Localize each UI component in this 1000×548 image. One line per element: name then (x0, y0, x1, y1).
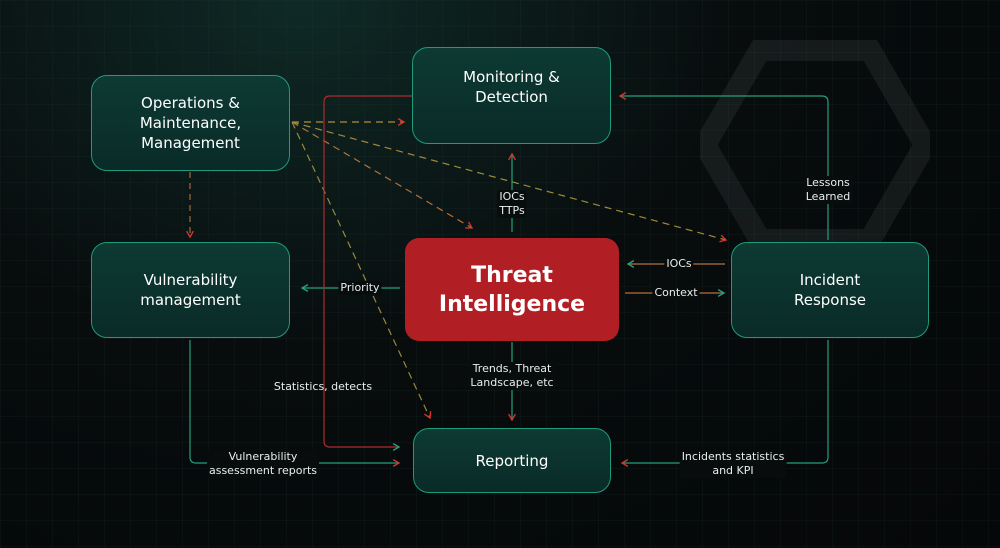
label-context: Context (652, 286, 700, 300)
node-operations-label: Operations & Maintenance, Management (139, 94, 242, 152)
node-monitoring[interactable]: Monitoring & Detection (412, 47, 611, 144)
hexagon-decoration (700, 40, 930, 250)
node-incident-response-label: Incident Response (793, 271, 867, 309)
node-threat-intelligence-label: Threat Intelligence (438, 262, 586, 317)
edge-ops-incident (291, 121, 728, 243)
label-iocs-ttps: IOCs TTPs (497, 190, 527, 218)
node-vulnerability-label: Vulnerability management (140, 271, 241, 309)
label-statistics: Statistics, detects (273, 380, 373, 393)
label-iocs: IOCs (664, 257, 694, 271)
edge-vuln-reporting (189, 340, 401, 467)
edge-ops-ti (291, 121, 474, 229)
label-incident-stats: Incidents statistics and KPI (679, 450, 787, 478)
node-monitoring-label: Monitoring & Detection (463, 67, 560, 106)
node-vulnerability[interactable]: Vulnerability management (91, 242, 290, 338)
node-incident-response[interactable]: Incident Response (731, 242, 929, 338)
edge-incident-monitoring (618, 92, 829, 240)
label-vuln-reports: Vulnerability assessment reports (206, 450, 320, 478)
edge-incident-reporting (620, 340, 829, 467)
label-lessons: Lessons Learned (803, 176, 853, 204)
label-priority: Priority (338, 281, 382, 295)
node-operations[interactable]: Operations & Maintenance, Management (91, 75, 290, 171)
node-threat-intelligence[interactable]: Threat Intelligence (405, 238, 619, 341)
node-reporting-label: Reporting (475, 451, 549, 470)
node-reporting[interactable]: Reporting (413, 428, 611, 493)
edge-ops-reporting (291, 121, 432, 420)
label-trends: Trends, Threat Landscape, etc (468, 362, 556, 390)
edge-monitoring-reporting (323, 95, 412, 451)
